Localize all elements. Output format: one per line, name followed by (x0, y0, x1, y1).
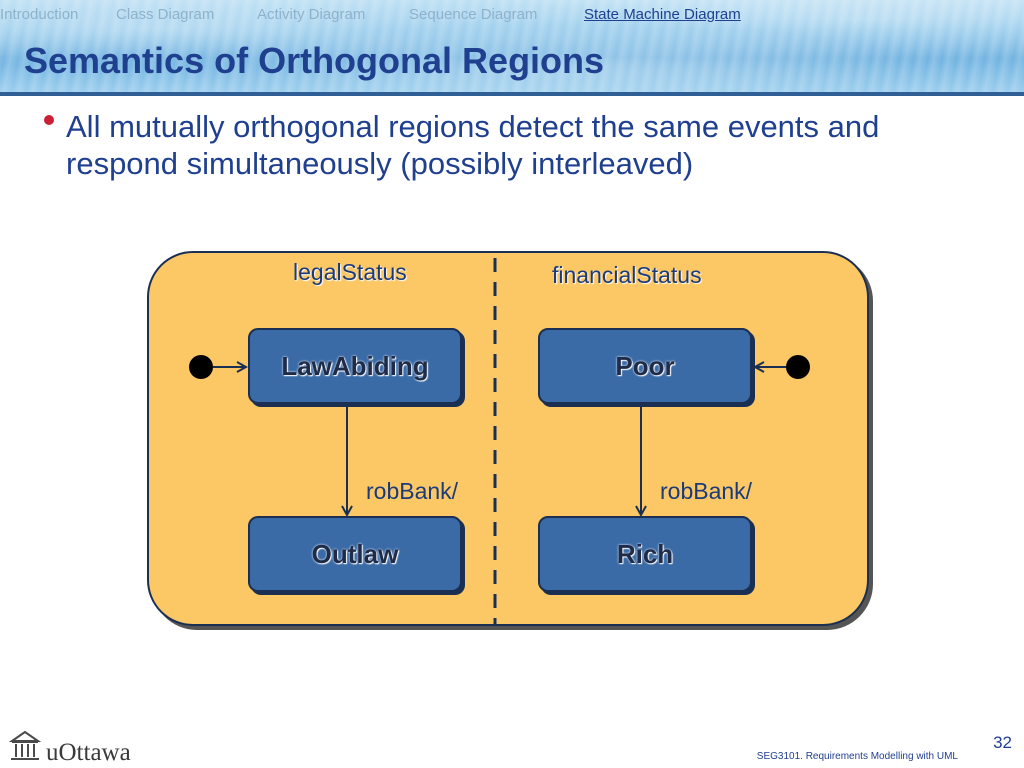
page-number: 32 (993, 733, 1012, 752)
header-divider (0, 92, 1024, 96)
nav-item-state-machine-diagram[interactable]: State Machine Diagram (584, 6, 741, 23)
logo-text: uOttawa (46, 739, 131, 766)
footer-course: SEG3101. Requirements Modelling with UML (756, 751, 958, 762)
nav-item-introduction[interactable]: Introduction (0, 6, 79, 23)
nav-item-sequence-diagram[interactable]: Sequence Diagram (409, 6, 538, 23)
slide-title: Semantics of Orthogonal Regions (24, 40, 605, 81)
state-rich: Rich (538, 516, 752, 592)
transition-label-legal: robBank/ (366, 478, 459, 504)
section-nav: Introduction Class Diagram Activity Diag… (0, 6, 1024, 28)
bullet-marker (44, 115, 54, 125)
transition-label-financial: robBank/ (660, 478, 753, 504)
uottawa-logo (8, 730, 42, 760)
nav-item-activity-diagram[interactable]: Activity Diagram (257, 6, 366, 23)
header-banner (0, 0, 1024, 96)
building-icon (8, 730, 42, 760)
bullet-text: All mutually orthogonal regions detect t… (66, 109, 880, 181)
region-label-legal-status: legalStatus (293, 259, 407, 285)
nav-item-class-diagram[interactable]: Class Diagram (116, 6, 215, 23)
state-lawabiding: LawAbiding (248, 328, 462, 404)
initial-pseudostate-right (786, 355, 810, 379)
initial-pseudostate-left (189, 355, 213, 379)
state-poor: Poor (538, 328, 752, 404)
region-label-financial-status: financialStatus (552, 262, 702, 288)
state-outlaw: Outlaw (248, 516, 462, 592)
